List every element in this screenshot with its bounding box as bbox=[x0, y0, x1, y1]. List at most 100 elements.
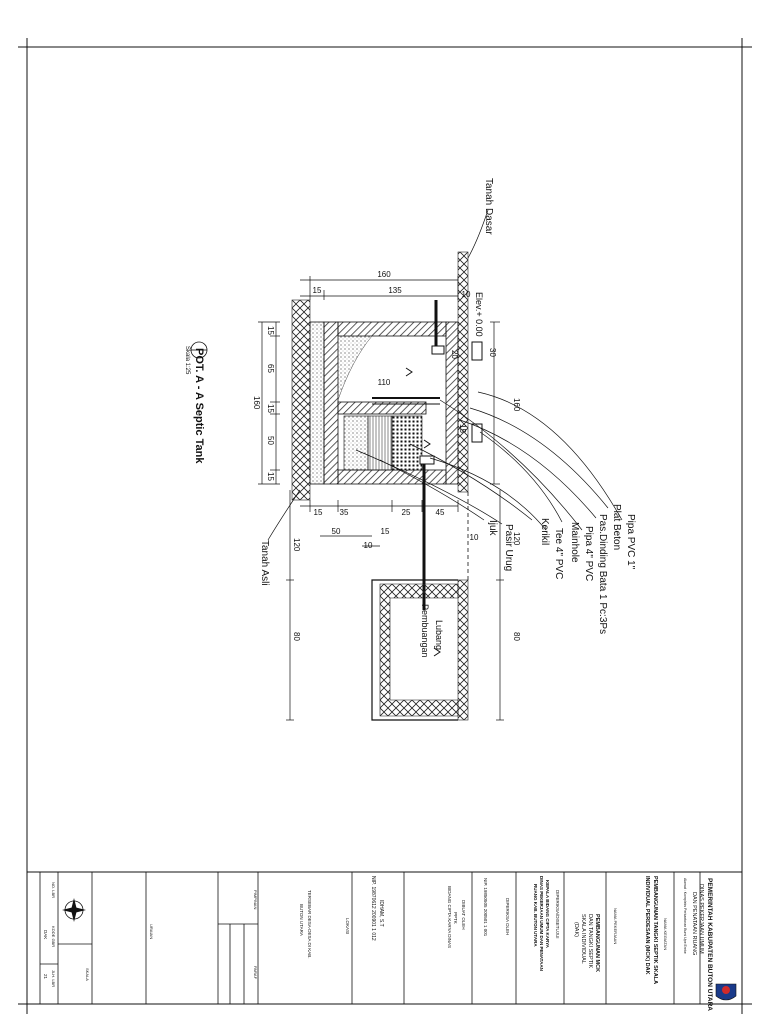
title-block: PEMERINTAH KABUPATEN BUTON UTARA DINAS P… bbox=[39, 872, 737, 1011]
approved-line3: RUANG KAB. BUTON UTARA bbox=[533, 884, 538, 947]
dim-top-wall: 15 bbox=[313, 286, 322, 295]
flow-arrow-2 bbox=[423, 439, 431, 449]
section-scale: Skala 1:25 bbox=[184, 346, 190, 375]
callout-leaders bbox=[267, 209, 623, 541]
callout-3: Pas.Dinding Bata 1 Pc:3Ps bbox=[597, 514, 608, 634]
agency-address: Alamat : Kompleks Perkantoran Bumi Upe E… bbox=[683, 878, 687, 954]
dim-right-20: 20 bbox=[450, 350, 459, 359]
jumlah-label: JLH. LBR bbox=[51, 970, 56, 987]
label-tanah-dasar: Tanah Dasar bbox=[483, 178, 494, 235]
dim-top-right: 10 bbox=[462, 290, 471, 299]
label-pembuangan: Pembuangan bbox=[420, 604, 430, 658]
septic-tank-section bbox=[291, 251, 483, 721]
location-label: LOKASI bbox=[345, 918, 350, 934]
agency-line2: DINAS PEKERJAAN UMUM bbox=[698, 884, 704, 954]
dim-bot-15b: 15 bbox=[381, 527, 390, 536]
gravel-layer bbox=[391, 415, 423, 471]
title-block-grid bbox=[39, 872, 701, 1004]
dim-h3: 15 bbox=[266, 404, 275, 413]
label-elevation: Elev.+ 0.00 bbox=[474, 292, 484, 337]
baffle-wall bbox=[337, 401, 427, 415]
callout-1: Pipa PVC 1" bbox=[625, 514, 636, 570]
dim-baffle: 110 bbox=[378, 378, 391, 387]
checked-name: NIP. 19850505 200501 1 001 bbox=[483, 878, 488, 937]
section-title: POT. A - A Septic Tank bbox=[193, 348, 205, 464]
dim-bot-35: 35 bbox=[340, 508, 349, 517]
dim-right-80: 80 bbox=[512, 632, 521, 641]
dim-height-total: 160 bbox=[252, 396, 261, 410]
dim-bot-45: 45 bbox=[436, 508, 445, 517]
soakaway-hatch bbox=[379, 583, 459, 717]
project-line2: INDIVIDUAL PERDESAAN (MCK) DAK bbox=[644, 876, 650, 975]
agency-line3: DAN PENATAAN RUANG bbox=[691, 892, 697, 955]
agency-logo bbox=[715, 983, 737, 1001]
outlet-tee bbox=[419, 455, 435, 465]
drawing-text: Tanah Dasar Elev.+ 0.00 Tanah Asli Luban… bbox=[184, 178, 636, 658]
dim-bot-25: 25 bbox=[402, 508, 411, 517]
made-label: DIBUAT OLEH bbox=[461, 900, 466, 930]
dim-left-80: 80 bbox=[292, 632, 301, 641]
callout-5: Mainhole bbox=[569, 522, 580, 563]
work-line4: (DAK) bbox=[573, 922, 579, 937]
work-line2: DAN TANGKI SEPTIK bbox=[587, 914, 593, 969]
dim-right-120: 120 bbox=[512, 532, 521, 546]
top-slab bbox=[445, 321, 459, 485]
work-line3: SKALA INDIVIDUAL bbox=[580, 914, 586, 964]
approved-line1: KEPALA BIDANG CIPTA KARYA bbox=[545, 880, 550, 949]
north-arrow-icon bbox=[62, 898, 86, 922]
dim-h5: 15 bbox=[266, 472, 275, 481]
callout-4: Pipa 4" PVC bbox=[583, 526, 594, 581]
sand-filter bbox=[343, 415, 369, 471]
soakaway-arrow bbox=[433, 647, 441, 657]
jumlah-value: 21 bbox=[43, 974, 48, 980]
dim-bot-10b: 10 bbox=[364, 541, 373, 550]
checked-label: DIPERIKSA OLEH bbox=[505, 898, 510, 935]
dim-h2: 65 bbox=[266, 364, 275, 373]
section-title-mark bbox=[190, 341, 208, 359]
wall-bottom bbox=[337, 469, 447, 485]
dim-left-120: 120 bbox=[292, 538, 301, 552]
inlet-tee bbox=[431, 345, 445, 355]
approved-label: DIPERIKSA/DISETUJUI bbox=[555, 890, 560, 939]
title-label: PIMPINAN bbox=[253, 890, 258, 909]
agency-line1: PEMERINTAH KABUPATEN BUTON UTARA bbox=[706, 878, 713, 1011]
dim-top-inner: 135 bbox=[388, 286, 402, 295]
project-line1: PEMBANGUNAN TANGKI SEPTIK SKALA bbox=[652, 876, 658, 984]
work-line1: PEMBANGUNAN MCK bbox=[594, 914, 600, 972]
keterangan-label: URAIAN bbox=[149, 924, 154, 939]
dim-top-total: 160 bbox=[377, 270, 391, 279]
dim-right-15: 15 bbox=[458, 424, 467, 433]
callout-9: Ijuk bbox=[487, 520, 498, 537]
location-line2: BUTON UTARA bbox=[299, 904, 304, 936]
dim-h4: 50 bbox=[266, 436, 275, 445]
dim-bot-10: 10 bbox=[470, 533, 479, 542]
callout-8: Pasir Urug bbox=[503, 524, 514, 571]
kode-label: KODE GBR bbox=[51, 926, 56, 947]
dim-bot-50: 50 bbox=[332, 527, 341, 536]
project-label: NAMA KEGIATAN bbox=[663, 918, 668, 950]
callout-6: Tee 4" PVC bbox=[553, 528, 564, 579]
sheet-frame bbox=[18, 38, 752, 1014]
callout-2: Plat Beton bbox=[611, 504, 622, 550]
fiber-layer bbox=[367, 415, 393, 471]
label-tanah-asli: Tanah Asli bbox=[259, 540, 270, 586]
skala-label: SKALA bbox=[85, 968, 90, 981]
made-nip: NIP. 19870612 200901 1 012 bbox=[370, 876, 376, 941]
dim-right-30: 30 bbox=[488, 348, 497, 357]
dim-h1: 15 bbox=[266, 326, 275, 335]
manhole-1 bbox=[471, 341, 483, 361]
paraf-label: PARAF bbox=[253, 966, 258, 980]
sludge-area bbox=[337, 335, 373, 401]
dim-bot-15: 15 bbox=[314, 508, 323, 517]
location-line1: TERSEBAR DESA-DESA DI KAB. bbox=[307, 890, 312, 959]
soakaway-pit bbox=[371, 579, 458, 721]
ground-hatch-bottom bbox=[457, 579, 469, 721]
made-name: IDHAM, S.T bbox=[378, 900, 384, 927]
made-line1: PPTK bbox=[453, 912, 458, 924]
sand-layer bbox=[309, 321, 325, 485]
flow-arrow-1 bbox=[405, 367, 413, 377]
label-lubang: Lubang bbox=[434, 620, 444, 650]
kode-value: DAK bbox=[43, 930, 48, 939]
